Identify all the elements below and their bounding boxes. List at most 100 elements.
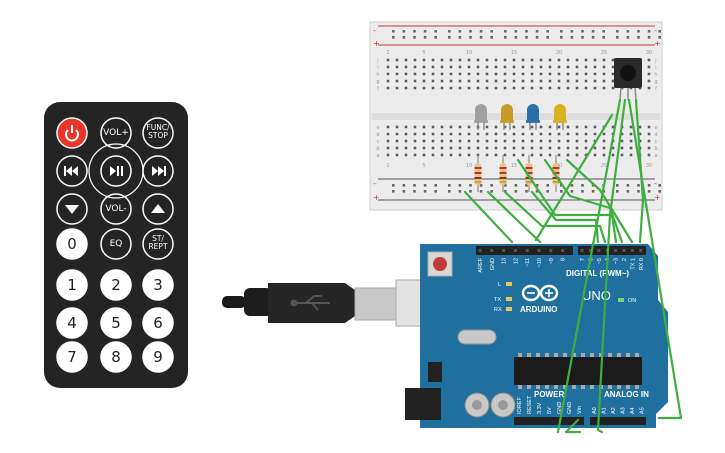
tx-led — [506, 297, 512, 301]
digit-3-button-shape[interactable] — [142, 269, 174, 301]
bb-hole — [449, 153, 453, 157]
resistor-band — [474, 181, 482, 183]
digital-pin-label: ~10 — [537, 258, 543, 267]
bb-hole — [566, 86, 570, 90]
st-rept-button[interactable]: ST/REPT — [142, 228, 174, 260]
vol-up-button[interactable]: VOL+ — [100, 117, 132, 149]
fast-forward-button[interactable] — [142, 155, 174, 187]
bb-hole — [620, 139, 624, 143]
digit-5-button[interactable]: 5 — [100, 307, 132, 339]
rail-hole — [626, 30, 630, 33]
chip-pin — [617, 385, 621, 389]
crystal-oscillator — [457, 329, 497, 345]
func-stop-button[interactable]: FUNC/STOP — [142, 117, 174, 149]
digit-3-button[interactable]: 3 — [142, 269, 174, 301]
bb-hole — [476, 79, 480, 83]
rail-hole — [535, 184, 539, 187]
bb-hole — [602, 153, 606, 157]
digit-7-button[interactable]: 7 — [56, 341, 88, 373]
power-pin-label: IOREF — [517, 397, 523, 414]
rail-hole — [626, 36, 630, 39]
digit-0-button[interactable]: 0 — [56, 228, 88, 260]
bb-hole — [530, 146, 534, 150]
vol-down-button[interactable]: VOL- — [100, 193, 132, 225]
digit-6-button[interactable]: 6 — [142, 307, 174, 339]
vol-down-button-shape[interactable] — [100, 193, 132, 225]
bb-hole — [413, 86, 417, 90]
bb-hole — [602, 146, 606, 150]
digit-0-button-shape[interactable] — [56, 228, 88, 260]
bb-hole — [566, 132, 570, 136]
ir-receiver-lens — [620, 65, 636, 81]
digit-9-button-shape[interactable] — [142, 341, 174, 373]
bb-hole — [485, 72, 489, 76]
digit-4-button-shape[interactable] — [56, 307, 88, 339]
jumper-wire — [556, 98, 622, 434]
reset-button-cap[interactable] — [433, 257, 447, 271]
st-rept-button-shape[interactable] — [142, 228, 174, 260]
digit-8-button[interactable]: 8 — [100, 341, 132, 373]
rail-hole — [560, 30, 563, 33]
digit-6-button-shape[interactable] — [142, 307, 174, 339]
bb-hole — [449, 125, 453, 129]
bb-hole — [431, 153, 435, 157]
digit-2-button[interactable]: 2 — [100, 269, 132, 301]
bb-hole — [458, 125, 462, 129]
bb-hole — [395, 86, 399, 90]
power-button[interactable] — [56, 117, 88, 149]
func-stop-button-shape[interactable] — [142, 117, 174, 149]
resistor-band — [552, 177, 560, 179]
bb-hole — [386, 65, 390, 69]
digit-4-button[interactable]: 4 — [56, 307, 88, 339]
jumper-wires — [463, 98, 683, 434]
bb-hole — [413, 79, 417, 83]
digit-9-button[interactable]: 9 — [142, 341, 174, 373]
jumper-wire — [486, 190, 542, 244]
chip-pin — [563, 385, 567, 389]
row-letter-left: g — [376, 79, 379, 85]
chip-pin — [518, 353, 522, 357]
digital-pin-label: AREF — [478, 257, 484, 272]
bb-hole — [503, 125, 507, 129]
eq-button-shape[interactable] — [100, 228, 132, 260]
digit-8-button-shape[interactable] — [100, 341, 132, 373]
digit-6-button-label: 6 — [153, 314, 163, 332]
rail-hole — [658, 36, 661, 39]
rail-hole — [490, 36, 493, 39]
row-letter-left: h — [376, 72, 379, 78]
bb-hole — [503, 139, 507, 143]
column-number-bottom: 30 — [646, 163, 652, 169]
rail-hole — [647, 36, 651, 39]
column-number-bottom: 25 — [601, 163, 607, 169]
rail-sign: + — [373, 39, 380, 48]
eq-button[interactable]: EQ — [100, 228, 132, 260]
digit-7-button-shape[interactable] — [56, 341, 88, 373]
digit-2-button-shape[interactable] — [100, 269, 132, 301]
play-pause-button[interactable] — [100, 155, 132, 187]
digital-pin-hole — [622, 249, 626, 252]
bb-hole — [584, 86, 588, 90]
rail-hole — [616, 190, 619, 193]
bb-hole — [566, 79, 570, 83]
bb-hole — [494, 125, 498, 129]
bb-hole — [512, 79, 516, 83]
digit-5-button-shape[interactable] — [100, 307, 132, 339]
rail-hole — [504, 184, 507, 187]
arduino-brand: ARDUINO — [520, 305, 557, 314]
rewind-button[interactable] — [56, 155, 88, 187]
bb-hole — [431, 65, 435, 69]
resistor — [499, 155, 507, 192]
bb-hole — [467, 65, 471, 69]
down-button[interactable] — [56, 193, 88, 225]
bb-hole — [566, 139, 570, 143]
rail-hole — [479, 30, 483, 33]
vol-up-button-shape[interactable] — [100, 117, 132, 149]
up-button[interactable] — [142, 193, 174, 225]
digit-1-button-shape[interactable] — [56, 269, 88, 301]
digit-7-button-label: 7 — [67, 348, 77, 366]
bb-hole — [593, 79, 597, 83]
rail-hole — [402, 190, 406, 193]
digit-1-button[interactable]: 1 — [56, 269, 88, 301]
bb-hole — [503, 79, 507, 83]
bb-hole — [521, 86, 525, 90]
